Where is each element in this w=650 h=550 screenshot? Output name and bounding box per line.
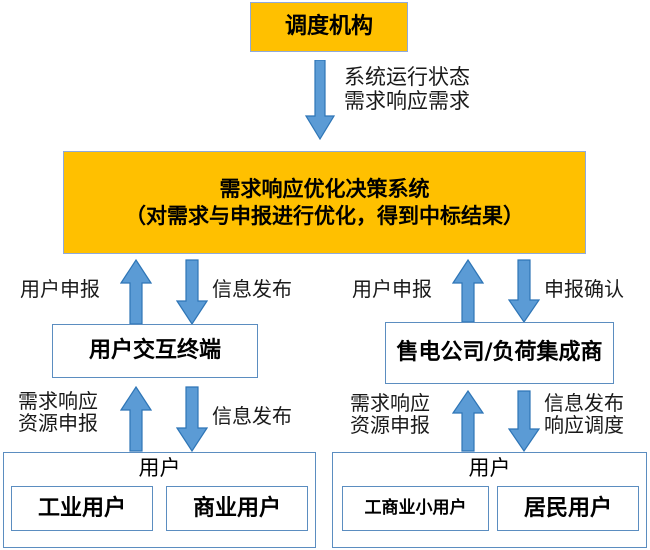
- node-industrial-user-label: 工业用户: [37, 495, 126, 521]
- node-retailer-load-aggregator-label: 售电公司/负荷集成商: [396, 340, 603, 366]
- group-right-users-label: 用户: [468, 456, 511, 480]
- node-demand-response-system-line2: （对需求与申报进行优化，得到中标结果）: [125, 203, 524, 228]
- label-left-user-declaration: 用户申报: [20, 277, 100, 301]
- arrow-dispatch-to-system: [305, 60, 335, 140]
- label-right-info-publish-dispatch: 信息发布 响应调度: [544, 391, 624, 438]
- arrow-left-user-declaration-up: [120, 259, 152, 325]
- label-right-declaration-confirm: 申报确认: [544, 277, 624, 301]
- label-system-state-line1: 系统运行状态: [344, 65, 470, 89]
- node-retailer-load-aggregator: 售电公司/负荷集成商: [385, 322, 614, 384]
- arrow-right-declaration-confirm-down: [508, 259, 540, 323]
- node-user-interaction-terminal-label: 用户交互终端: [88, 338, 221, 364]
- group-left-users-label: 用户: [138, 456, 181, 480]
- label-left-resource-declaration: 需求响应 资源申报: [18, 389, 98, 436]
- label-system-state-line2: 需求响应需求: [344, 88, 470, 113]
- node-user-interaction-terminal: 用户交互终端: [52, 324, 258, 378]
- label-system-state-demand: 系统运行状态需求响应需求: [344, 65, 470, 113]
- node-dispatch-agency-label: 调度机构: [284, 14, 373, 40]
- arrow-left-info-publish-down-2: [176, 386, 208, 452]
- node-residential-user-label: 居民用户: [523, 495, 612, 521]
- node-commercial-user-label: 商业用户: [192, 495, 281, 521]
- arrow-right-user-declaration-up: [452, 259, 484, 323]
- node-residential-user: 居民用户: [497, 486, 639, 531]
- arrow-left-info-publish-down: [176, 259, 208, 325]
- node-small-commercial-industrial-user-label: 工商业小用户: [364, 497, 467, 518]
- label-right-user-declaration: 用户申报: [352, 277, 432, 301]
- node-demand-response-system-line1: 需求响应优化决策系统: [219, 177, 430, 202]
- label-right-resource-declaration: 需求响应 资源申报: [350, 391, 430, 438]
- label-left-info-publish-2: 信息发布: [212, 404, 292, 428]
- arrow-right-info-publish-dispatch-down: [508, 390, 540, 452]
- node-industrial-user: 工业用户: [11, 486, 153, 531]
- node-small-commercial-industrial-user: 工商业小用户: [342, 486, 489, 531]
- node-demand-response-system: 需求响应优化决策系统 （对需求与申报进行优化，得到中标结果）: [63, 151, 586, 254]
- label-left-info-publish: 信息发布: [212, 277, 292, 301]
- node-commercial-user: 商业用户: [166, 486, 308, 531]
- node-dispatch-agency: 调度机构: [250, 2, 408, 52]
- arrow-right-resource-declaration-up: [452, 390, 484, 452]
- arrow-left-resource-declaration-up: [120, 386, 152, 452]
